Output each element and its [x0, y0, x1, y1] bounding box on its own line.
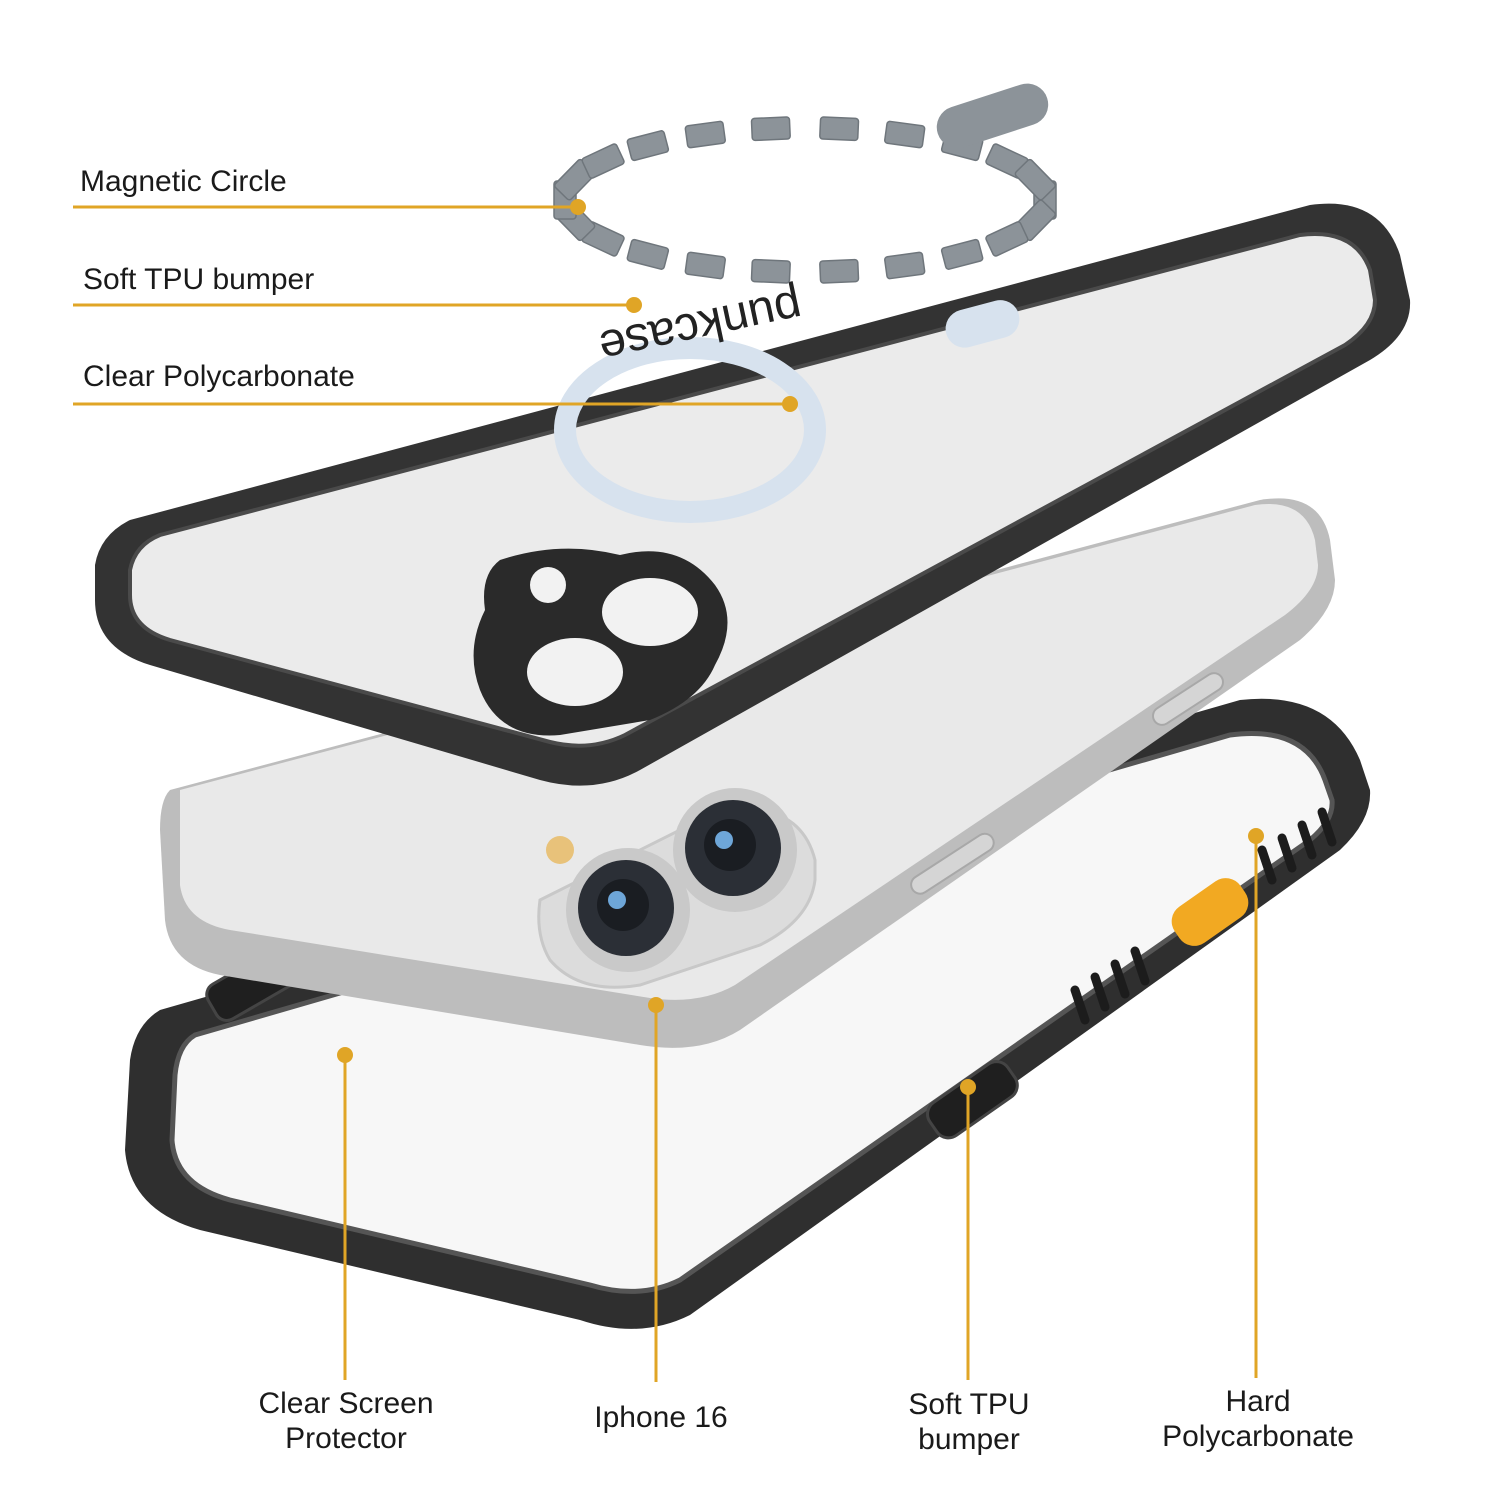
magnet-segment	[884, 120, 926, 149]
callout-lines	[73, 199, 1264, 1382]
label-clear-polycarbonate: Clear Polycarbonate	[83, 360, 355, 395]
label-hard-polycarbonate-line2: Polycarbonate	[1162, 1419, 1354, 1453]
callout-dot-iphone	[648, 997, 664, 1013]
label-soft-tpu-bumper-bottom-line2: bumper	[918, 1422, 1020, 1456]
label-clear-polycarbonate-text: Clear Polycarbonate	[83, 360, 355, 393]
magnet-alignment-tab	[936, 83, 1049, 149]
magnet-segment	[819, 116, 860, 142]
label-soft-tpu-bumper-bottom: Soft TPU bumper	[894, 1388, 1044, 1457]
label-clear-screen-protector: Clear Screen Protector	[246, 1387, 446, 1456]
magnet-segment	[750, 258, 791, 284]
label-iphone-text: Iphone 16	[594, 1401, 728, 1434]
callout-dot-screen	[337, 1047, 353, 1063]
iphone-body	[160, 498, 1335, 1048]
camera-lens-2	[566, 848, 690, 972]
label-hard-polycarbonate: Hard Polycarbonate	[1148, 1385, 1368, 1454]
magnet-segment	[1014, 158, 1056, 201]
label-hard-polycarbonate-line1: Hard	[1225, 1385, 1291, 1418]
magnet-segment	[884, 251, 926, 280]
camera-cutout-hole-1	[602, 578, 698, 646]
label-iphone: Iphone 16	[576, 1401, 746, 1436]
magnet-segment	[985, 221, 1029, 257]
callout-dot-tpu-bottom	[960, 1079, 976, 1095]
label-clear-screen-protector-line1: Clear Screen	[258, 1387, 434, 1420]
magsafe-slot	[945, 300, 1020, 348]
magnetic-circle	[553, 116, 1057, 284]
flash-cutout	[530, 567, 566, 603]
label-soft-tpu-bumper-top-text: Soft TPU bumper	[83, 263, 315, 296]
callout-dot-hard	[1248, 828, 1264, 844]
magnet-segment	[626, 130, 670, 162]
camera-lens-1	[673, 788, 797, 912]
camera-cutout-hole-2	[527, 638, 623, 706]
magnet-segment	[684, 251, 726, 280]
orange-button	[1171, 878, 1249, 946]
callout-dot-magnetic	[570, 199, 586, 215]
magnet-segment	[819, 258, 860, 284]
volume-button-1	[910, 832, 995, 895]
magnet-segment	[940, 238, 984, 270]
label-soft-tpu-bumper-bottom-line1: Soft TPU	[908, 1388, 1030, 1421]
label-soft-tpu-bumper-top: Soft TPU bumper	[83, 263, 314, 298]
label-clear-screen-protector-line2: Protector	[285, 1421, 407, 1455]
iphone-back-glass	[180, 504, 1318, 1000]
magnet-segment	[581, 143, 625, 179]
callout-dot-tpu-top	[626, 297, 642, 313]
magsafe-ring	[554, 337, 826, 523]
magnet-segment	[626, 238, 670, 270]
bumper-grip-ribs	[1070, 807, 1337, 1025]
camera-flash	[546, 836, 574, 864]
label-magnetic-circle-text: Magnetic Circle	[80, 165, 287, 198]
volume-button-2	[1152, 672, 1224, 726]
magnet-segment	[684, 120, 726, 149]
label-magnetic-circle: Magnetic Circle	[80, 165, 287, 200]
magnet-segment	[750, 116, 791, 142]
callout-dot-clear-poly	[782, 396, 798, 412]
